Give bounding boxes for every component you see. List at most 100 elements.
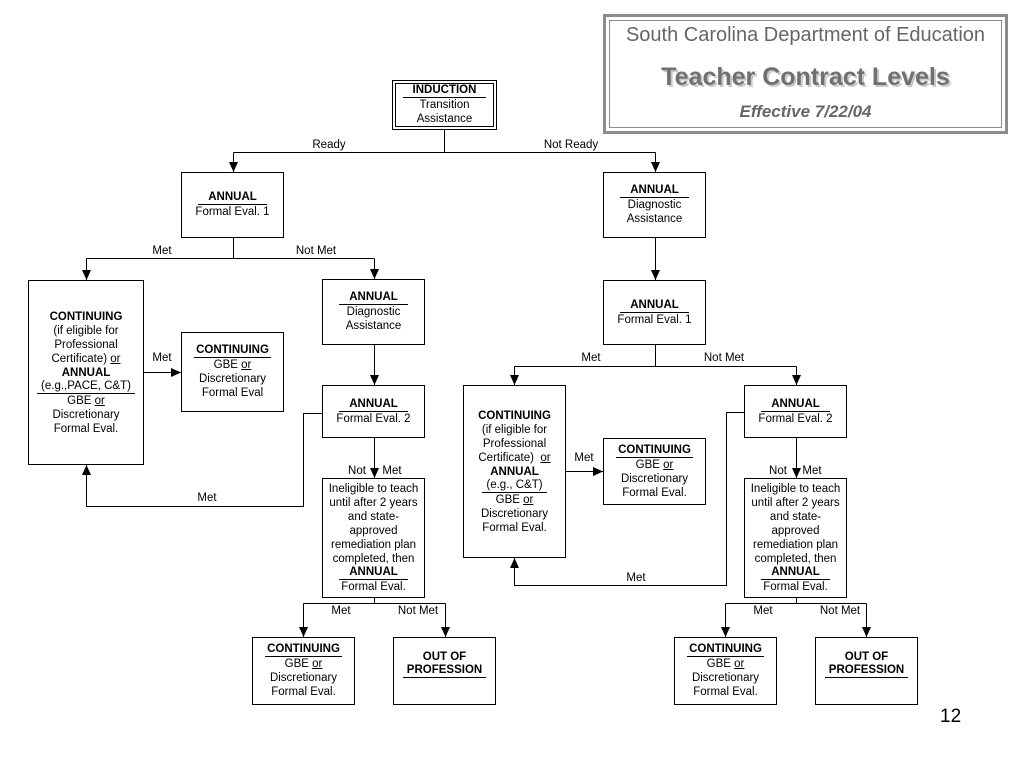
box-line: Diagnostic [627, 199, 682, 211]
gbe-or-line: GBE or [707, 657, 745, 671]
edge-label-not-met: Not Met [819, 605, 861, 617]
edge-label-not-met: Not Met [397, 605, 439, 617]
box-line: remediation plan [330, 539, 417, 551]
gbe-or-line: GBE or [214, 358, 252, 372]
slide-title: Teacher Contract Levels [661, 63, 950, 91]
box-line: Discretionary [269, 672, 338, 684]
out-of-profession-box-left: OUT OF PROFESSION [393, 637, 496, 705]
box-line: until after 2 years [751, 497, 840, 509]
box-line: Assistance [416, 113, 473, 125]
gbe-text: GBE [635, 458, 660, 471]
alternate-heading: ANNUAL [490, 465, 539, 478]
box-line: Formal Eval. [482, 521, 547, 534]
gbe-or-line: GBE or [285, 657, 323, 671]
box-heading: CONTINUING [616, 443, 693, 458]
box-line: Discretionary [620, 472, 689, 485]
edge-label-met: Met [197, 492, 217, 504]
edge-label-met: Met [574, 452, 594, 464]
or-connector: or [94, 394, 105, 407]
box-line: Formal Eval. 2 [758, 412, 833, 425]
page-number: 12 [940, 706, 962, 727]
box-line: remediation plan [752, 539, 839, 551]
edge-label-met: Met [581, 352, 601, 364]
edge-label-met: Met [382, 465, 402, 477]
box-line: and state- [347, 511, 400, 523]
annual-eval1-box-left: ANNUAL Formal Eval. 1 [181, 172, 284, 238]
gbe-or-line: GBE or [636, 458, 674, 472]
annual-eval2-box-right: ANNUAL Formal Eval. 2 [744, 385, 847, 438]
continuing-gbe-box-left: CONTINUING GBE or Discretionary Formal E… [181, 332, 284, 412]
box-line: Transition [419, 99, 470, 111]
connector-lines [82, 130, 871, 637]
box-line: approved [349, 525, 398, 537]
ineligible-box-right: Ineligible to teach until after 2 years … [744, 478, 847, 598]
alternate-example: (e.g.,PACE, C&T) [37, 380, 135, 394]
box-line: Discretionary [198, 373, 267, 385]
or-connector: or [110, 352, 121, 365]
or-connector: or [540, 451, 551, 464]
box-line: Formal Eval. 2 [336, 412, 411, 425]
box-line: Discretionary [52, 408, 120, 421]
box-line: Formal Eval [201, 387, 264, 399]
edge-label-not: Not [348, 465, 366, 477]
box-heading: ANNUAL [339, 398, 408, 412]
box-line: Professional [54, 338, 118, 351]
box-heading: CONTINUING [478, 409, 551, 422]
arrow-eval2-right-met-loop [510, 412, 744, 586]
effective-date: Effective 7/22/04 [739, 102, 872, 121]
or-connector: or [663, 458, 674, 471]
gbe-text: GBE [67, 394, 92, 407]
gbe-text: GBE [495, 493, 520, 506]
box-heading: ANNUAL [620, 184, 689, 198]
box-line: Discretionary [480, 507, 549, 520]
box-line: Formal Eval. 1 [195, 206, 270, 218]
edge-label-met: Met [626, 572, 646, 584]
edge-label-met: Met [802, 465, 822, 477]
annual-eval2-box-left: ANNUAL Formal Eval. 2 [322, 385, 425, 438]
box-line: and state- [769, 511, 822, 523]
or-connector: or [523, 493, 534, 506]
box-line: Ineligible to teach [328, 483, 419, 495]
box-heading: ANNUAL [761, 566, 830, 580]
box-heading: ANNUAL [198, 191, 267, 205]
continuing-gbe-box-right: CONTINUING GBE or Discretionary Formal E… [603, 438, 706, 505]
or-connector: or [241, 359, 252, 371]
organization-name: South Carolina Department of Education [625, 24, 986, 46]
box-line: approved [771, 525, 820, 537]
ineligible-box-left: Ineligible to teach until after 2 years … [322, 478, 425, 598]
alternate-heading: ANNUAL [61, 366, 111, 379]
box-line: OUT OF [422, 651, 467, 663]
box-line: Professional [482, 437, 547, 450]
box-line: Discretionary [691, 672, 760, 684]
or-connector: or [312, 658, 323, 670]
box-line: OUT OF [844, 651, 889, 663]
arrow-eval2-left-met-loop [82, 413, 322, 507]
box-line: (if eligible for [53, 324, 119, 337]
continuing-eligible-box-right: CONTINUING (if eligible for Professional… [463, 385, 566, 558]
edge-label-met: Met [152, 352, 172, 364]
gbe-text: GBE [706, 658, 731, 670]
edge-label-not: Not [769, 465, 787, 477]
continuing-final-box-left: CONTINUING GBE or Discretionary Formal E… [252, 637, 355, 705]
box-line: completed, then [332, 553, 415, 565]
box-heading: CONTINUING [687, 643, 764, 657]
annual-diagnostic-box-left: ANNUAL Diagnostic Assistance [322, 279, 425, 345]
box-line: completed, then [754, 553, 837, 565]
edge-label-ready: Ready [312, 139, 346, 151]
box-line-text: Certificate) [51, 352, 108, 365]
box-line: Assistance [345, 320, 402, 332]
box-heading: ANNUAL [339, 291, 408, 305]
box-heading: ANNUAL [761, 398, 830, 412]
annual-eval1-box-right: ANNUAL Formal Eval. 1 [603, 280, 706, 345]
box-line: Ineligible to teach [750, 483, 841, 495]
gbe-or-line: GBE or [67, 394, 105, 408]
gbe-or-line: GBE or [496, 493, 534, 507]
box-heading: ANNUAL [620, 299, 689, 313]
induction-box: INDUCTION Transition Assistance [392, 80, 497, 130]
out-of-profession-box-right: OUT OF PROFESSION [815, 637, 918, 705]
gbe-text: GBE [213, 359, 238, 371]
box-line: Assistance [626, 213, 683, 225]
box-heading: CONTINUING [49, 310, 123, 323]
continuing-final-box-right: CONTINUING GBE or Discretionary Formal E… [674, 637, 777, 705]
